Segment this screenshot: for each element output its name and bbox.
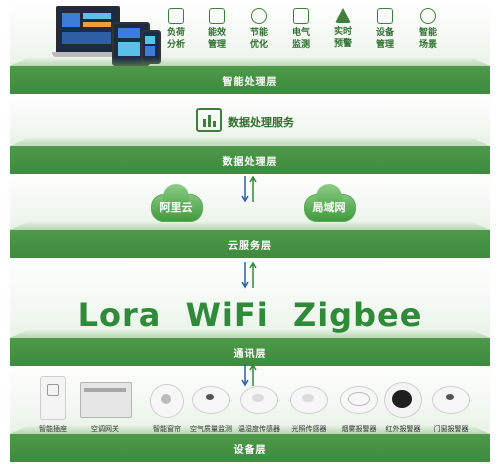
light-sensor-device (288, 372, 328, 420)
layer-application: 智能处理层 (10, 66, 490, 94)
monitor-icon (293, 8, 309, 24)
air-quality-device (190, 372, 230, 420)
feature-electrical-monitoring: 电气 监测 (283, 8, 319, 51)
temp-humidity-device (238, 372, 278, 420)
feature-smart-scene: 智能 场景 (410, 8, 446, 51)
cloud-lan: 局域网 (298, 182, 360, 222)
feature-realtime-alert: 实时 预警 (325, 8, 361, 50)
smart-socket-device (34, 372, 74, 420)
cloud-zone (10, 170, 490, 230)
up-down-arrow-icon (241, 175, 257, 203)
feature-device-management: 设备 管理 (367, 8, 403, 51)
layer-device: 设备层 (10, 434, 490, 462)
dashboard-laptop-image (52, 6, 120, 58)
layer-cloud: 云服务层 (10, 230, 490, 258)
device-label: 智能窗帘 (153, 425, 181, 433)
feature-load-analysis: 负荷 分析 (158, 8, 194, 51)
layer-data: 数据处理层 (10, 146, 490, 174)
up-down-arrow-icon (241, 261, 257, 289)
comm-zone (10, 256, 490, 340)
infrared-alarm-device (382, 372, 422, 420)
device-label: 光照传感器 (291, 425, 327, 433)
data-service-label: 数据处理服务 (228, 116, 294, 129)
device-label: 空调网关 (91, 425, 119, 433)
layer-comm: 通讯层 (10, 338, 490, 366)
efficiency-icon (209, 8, 225, 24)
feature-efficiency-management: 能效 管理 (199, 8, 235, 51)
ac-gateway-device (78, 372, 134, 420)
warning-icon (335, 8, 351, 23)
cloud-settings-icon (420, 8, 436, 24)
device-label: 智能插座 (39, 425, 67, 433)
up-down-arrow-icon (241, 363, 257, 387)
door-window-alarm-device (430, 372, 470, 420)
smoke-alarm-device (338, 372, 378, 420)
device-label: 空气质量监测 (190, 425, 232, 433)
device-label: 烟雾报警器 (341, 425, 377, 433)
protocols-title: Lora WiFi Zigbee (77, 296, 423, 334)
data-zone (10, 94, 490, 144)
gear-icon (251, 8, 267, 24)
smart-curtain-device (146, 372, 186, 420)
device-label: 门窗报警器 (433, 425, 469, 433)
cloud-aliyun: 阿里云 (145, 182, 207, 222)
data-service-icon (196, 108, 222, 132)
device-label: 红外报警器 (385, 425, 421, 433)
chart-icon (168, 8, 184, 24)
device-list-icon (377, 8, 393, 24)
device-label: 温湿度传感器 (238, 425, 280, 433)
feature-energy-optimization: 节能 优化 (241, 8, 277, 51)
